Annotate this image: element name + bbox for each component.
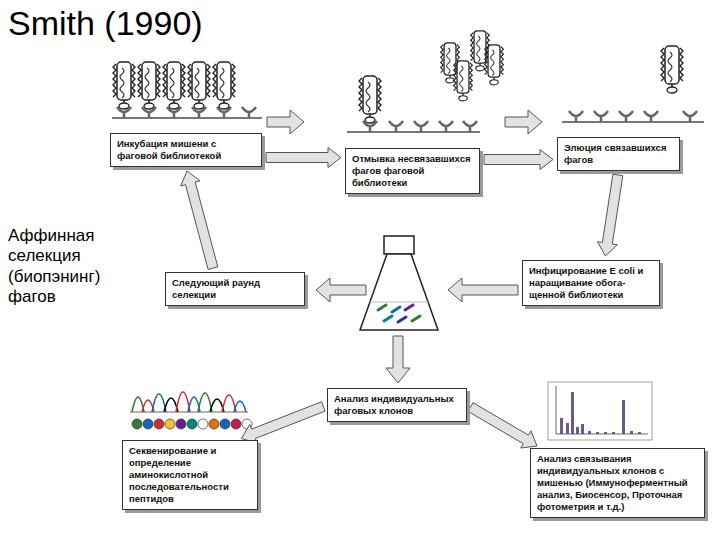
side-label: Аффинная селекция (биопэнинг) фагов [8, 226, 116, 308]
block-arrow [468, 403, 537, 448]
box-text: Анализ связывания индивидуальных клонов … [537, 453, 698, 512]
box-text: Секвенирование и определение аминокислот… [129, 445, 251, 504]
box-text: Инфицирование E coli и наращивание обога… [529, 265, 653, 301]
block-arrow [484, 150, 553, 170]
block-arrow [266, 148, 341, 168]
process-box: Следующий раунд селекции [165, 272, 305, 306]
process-box: Секвенирование и определение аминокислот… [122, 440, 258, 510]
block-arrow [181, 171, 218, 270]
process-box: Анализ связывания индивидуальных клонов … [530, 448, 705, 518]
box-text: Анализ индивидуальных фаговых клонов [334, 393, 460, 417]
box-text: Инкубация мишени с фаговой библиотекой [117, 138, 255, 162]
slide-title: Smith (1990) [8, 4, 203, 43]
block-arrow [598, 174, 623, 256]
process-box: Отмывка несвязавшихся фагов фаговой библ… [345, 148, 480, 194]
process-box: Инкубация мишени с фаговой библиотекой [110, 133, 262, 167]
process-box: Анализ индивидуальных фаговых клонов [327, 388, 467, 422]
process-box: Элюция связавшихся фагов [557, 137, 680, 171]
box-text: Следующий раунд селекции [172, 277, 298, 301]
process-box: Инфицирование E coli и наращивание обога… [522, 260, 660, 306]
box-text: Отмывка несвязавшихся фагов фаговой библ… [352, 153, 473, 189]
box-text: Элюция связавшихся фагов [564, 142, 673, 166]
block-arrow [241, 402, 325, 443]
